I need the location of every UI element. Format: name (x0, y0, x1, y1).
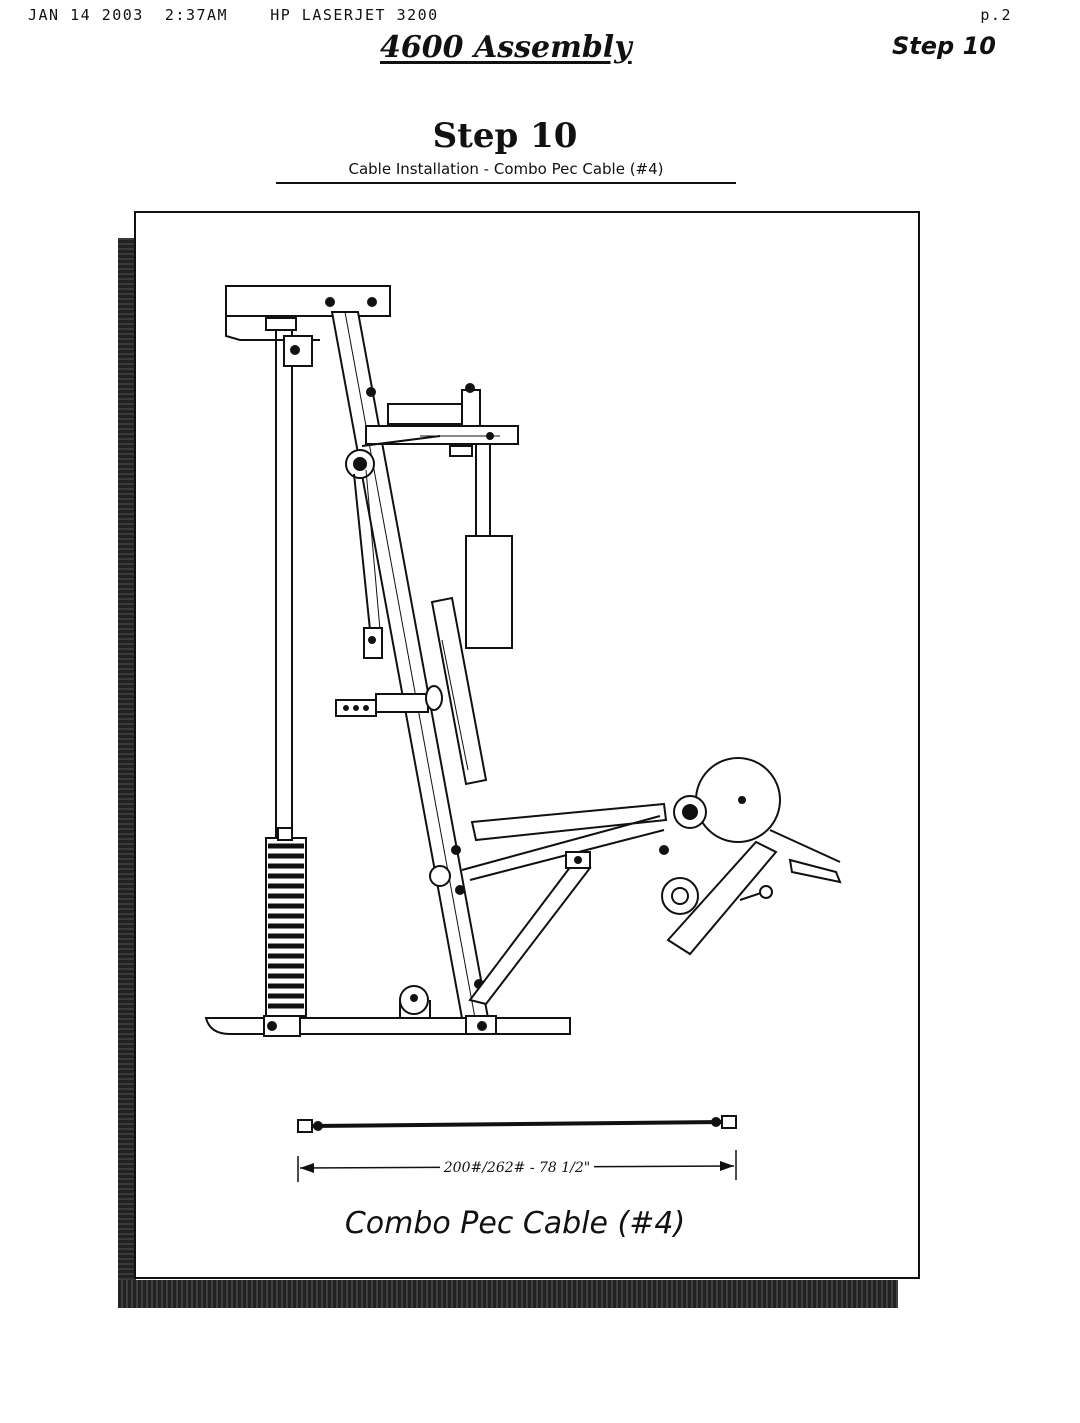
fax-header-timestamp: JAN 14 2003 2:37AM HP LASERJET 3200 (28, 6, 439, 24)
base-frame (204, 985, 571, 1037)
cable-length-label: 200#/262# - 78 1/2" (300, 1160, 734, 1176)
document-title: 4600 Assembly (380, 30, 632, 65)
cable-length-text: 200#/262# - 78 1/2" (439, 1160, 595, 1176)
top-crossbar (225, 285, 391, 341)
part-title: Combo Pec Cable (#4) (344, 1206, 686, 1241)
fax-header: JAN 14 2003 2:37AM HP LASERJET 3200 p.2 (28, 6, 1018, 26)
corner-step-label: Step 10 (892, 32, 996, 60)
diagram-panel (134, 211, 920, 1279)
fax-page-number: p.2 (980, 6, 1012, 24)
step-heading: Step 10 (432, 116, 578, 156)
leg-developer (429, 757, 842, 1006)
sub-heading: Cable Installation - Combo Pec Cable (#4… (276, 160, 736, 184)
combo-pec-cable-illustration (297, 1115, 737, 1133)
pulley-cable (345, 435, 441, 659)
panel-shadow-bottom (118, 1280, 898, 1308)
panel-shadow-left (118, 238, 136, 1308)
weight-stack (265, 827, 307, 1017)
back-pad (430, 596, 488, 786)
seat-post (335, 685, 443, 717)
